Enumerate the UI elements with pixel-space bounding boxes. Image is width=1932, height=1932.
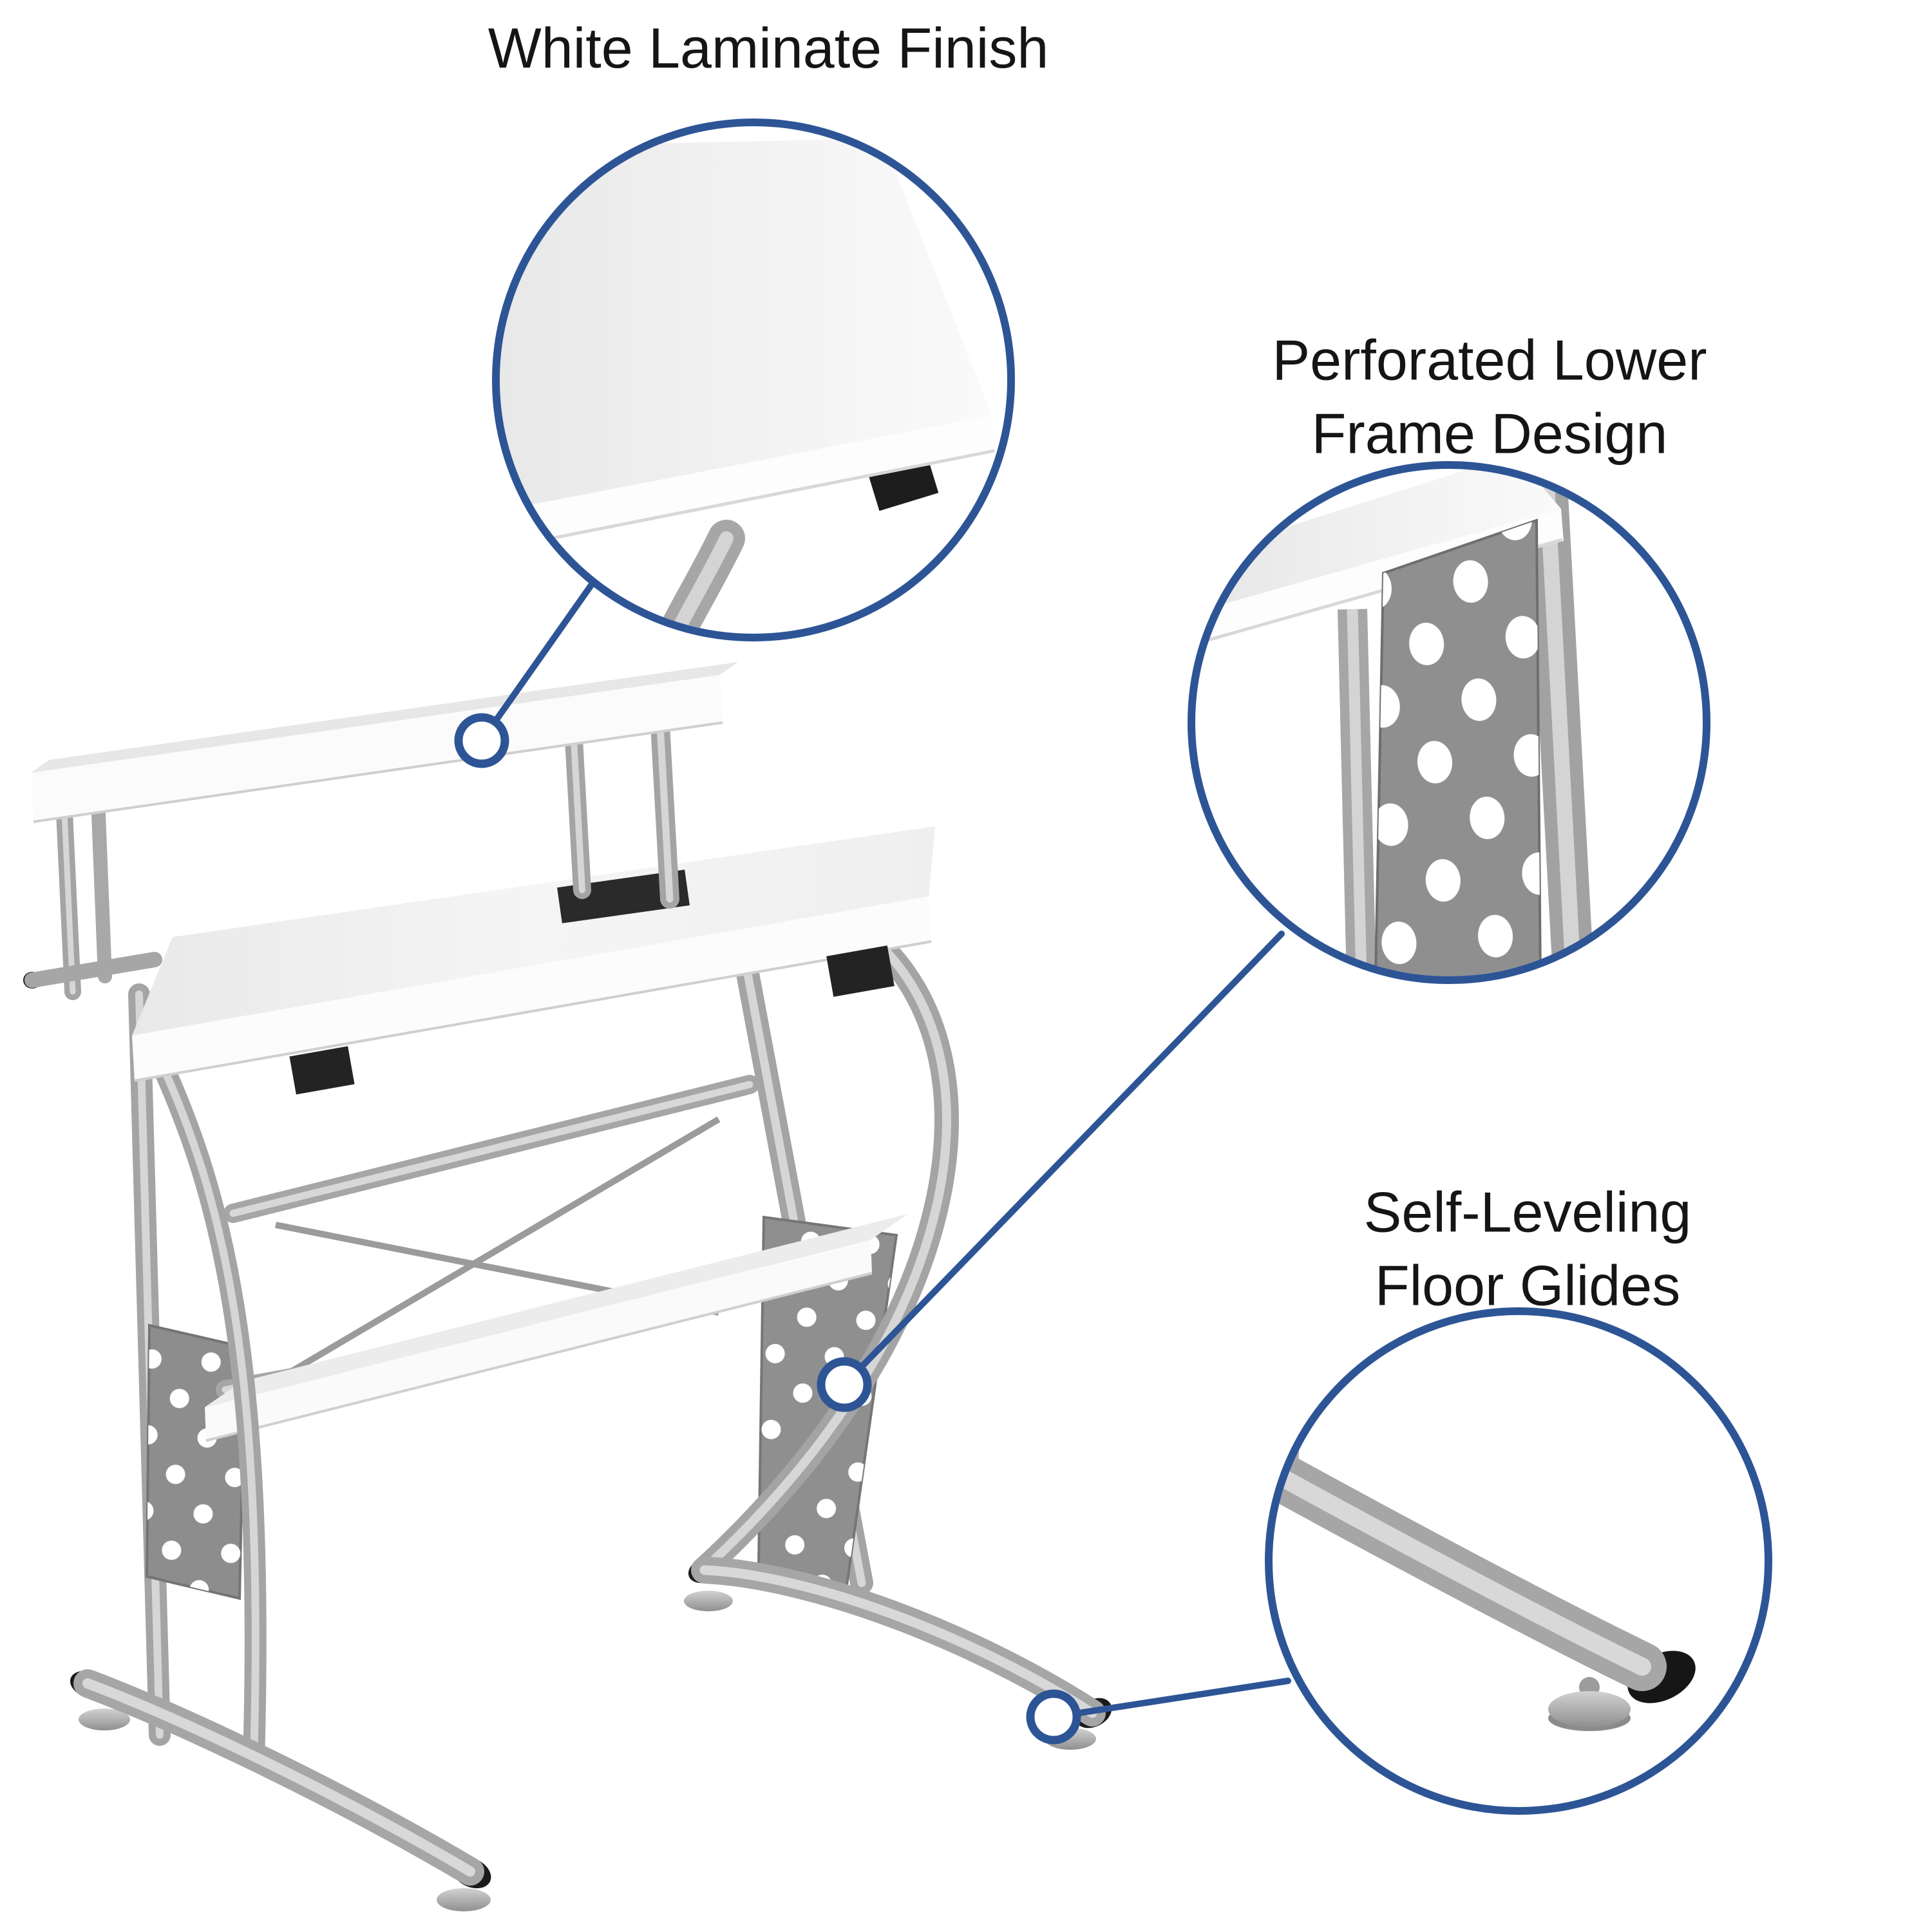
label-line: Frame Design — [1311, 402, 1668, 466]
corner-bracket — [826, 945, 895, 997]
label-line: White Laminate Finish — [488, 15, 1049, 80]
callout-circle-perforated-frame — [1188, 461, 1710, 984]
label-perforated-lower-frame-design: Perforated Lower Frame Design — [1272, 324, 1707, 471]
zoom-white-laminate-detail — [500, 138, 996, 634]
zoom-laminate-top — [500, 138, 992, 522]
marker-ring-perforated-frame — [817, 1357, 872, 1412]
floor-glide — [684, 1591, 733, 1611]
left-foot — [70, 1669, 491, 1911]
left-front-leg-highlight — [158, 1061, 260, 1763]
leader-line-white-laminate — [478, 578, 597, 744]
callout-circle-white-laminate — [492, 118, 1015, 641]
desk-illustration — [23, 662, 1112, 1911]
marker-ring-floor-glides — [1026, 1689, 1081, 1745]
label-line: Self-Leveling — [1363, 1180, 1692, 1244]
cross-brace-wire — [274, 1116, 721, 1384]
label-line: Floor Glides — [1374, 1254, 1681, 1318]
zoom-laminate-edge — [500, 415, 996, 560]
lower-shelf — [205, 1214, 908, 1442]
callout-circle-floor-glides — [1265, 1307, 1772, 1815]
leader-line-perforated-frame — [841, 931, 1285, 1388]
label-white-laminate-finish: White Laminate Finish — [488, 12, 1049, 85]
floor-glide — [437, 1888, 491, 1911]
zoom-shelf-top — [1195, 469, 1561, 613]
zoom-perforated-panel-detail — [1195, 469, 1595, 976]
zoom-floor-glide-dome — [1548, 1691, 1631, 1727]
upper-stretcher-highlight — [229, 1081, 753, 1217]
left-perforated-panel — [145, 1323, 247, 1600]
corner-bracket — [289, 1046, 355, 1095]
monitor-shelf — [31, 662, 738, 823]
marker-ring-white-laminate — [454, 713, 509, 768]
right-front-leg-highlight — [701, 934, 951, 1572]
label-self-leveling-floor-glides: Self-Leveling Floor Glides — [1364, 1176, 1692, 1323]
zoom-perforated-panel — [1374, 518, 1542, 976]
leader-line-floor-glides — [1050, 1678, 1291, 1720]
leader-lines — [478, 578, 1291, 1720]
label-line: Perforated Lower — [1272, 328, 1707, 392]
desktop-surface — [132, 826, 935, 1082]
floor-glide — [79, 1709, 130, 1730]
marker-rings — [454, 713, 1081, 1745]
